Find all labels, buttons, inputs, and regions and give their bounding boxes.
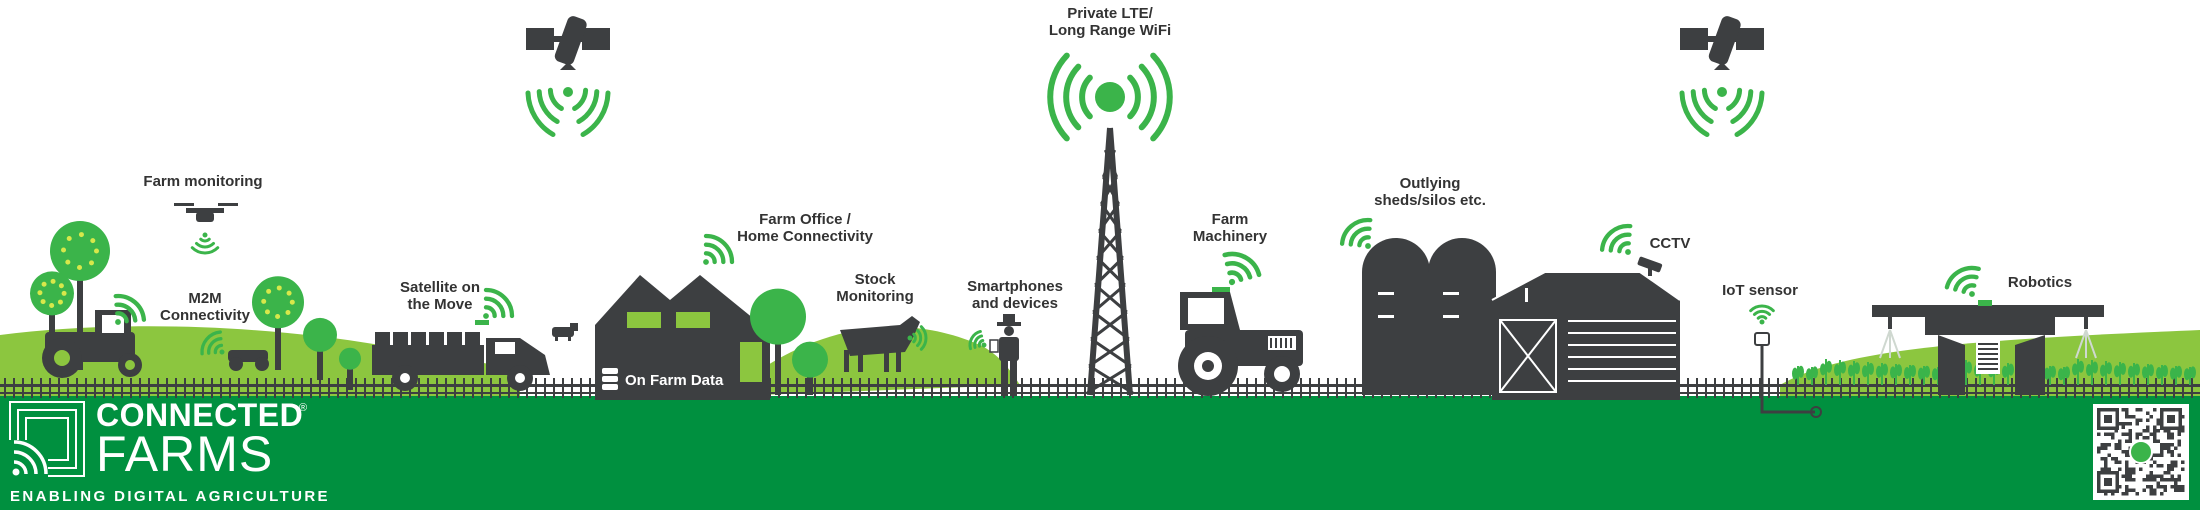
office-wifi-icon (703, 233, 735, 265)
farmer-icon (989, 314, 1021, 396)
small-cow-icon (552, 323, 578, 341)
label-farm-monitoring: Farm monitoring (143, 173, 263, 190)
database-icon (602, 368, 618, 390)
label-private-lte: Private LTE/ Long Range WiFi (1048, 5, 1172, 39)
satellite-icon-right (1679, 16, 1765, 137)
label-cctv: CCTV (1649, 235, 1691, 252)
brand-connected: CONNECTED (96, 397, 304, 433)
tractor-left (42, 310, 142, 378)
quad-wifi-icon (200, 330, 225, 356)
label-smartphones: Smartphones and devices (967, 278, 1063, 312)
truck-wifi-icon (483, 287, 515, 319)
brand-farms: FARMS (96, 426, 274, 482)
silo-wifi-icon (1339, 217, 1373, 249)
iot-wifi-icon (1749, 304, 1775, 325)
tree (303, 317, 337, 380)
label-outlying-sheds: Outlying sheds/silos etc. (1374, 175, 1486, 209)
fruit-tree (50, 221, 110, 370)
iot-sensor-icon (1754, 332, 1822, 418)
round-tree (750, 288, 806, 395)
ground (0, 396, 2200, 510)
robotics-gantry (1872, 300, 2104, 395)
qr-code-icon (2093, 404, 2189, 500)
cow-wifi-icon (907, 325, 928, 351)
farm-office-building (595, 275, 770, 400)
round-tree (792, 341, 828, 395)
label-farm-office: Farm Office / Home Connectivity (737, 211, 873, 245)
satellite-icon-left (525, 16, 611, 137)
shed (1491, 256, 1681, 400)
brand-registered-mark: ® (299, 402, 308, 414)
label-on-farm-data: On Farm Data (625, 372, 724, 389)
tractor-big-wifi-icon (1222, 251, 1262, 286)
cctv-camera-icon (1637, 256, 1663, 276)
tractor-machinery (1178, 287, 1303, 396)
connected-farms-logo-icon (8, 401, 85, 480)
label-satellite-on-the-move: Satellite on the Move (399, 279, 481, 313)
middle-hill (760, 326, 1020, 395)
phone-wifi-icon (968, 329, 987, 351)
label-stock-monitoring: Stock Monitoring (836, 271, 914, 305)
tree (339, 347, 361, 390)
cow-icon (840, 316, 920, 372)
drone-icon (174, 203, 238, 222)
label-farm-machinery: Farm Machinery (1192, 211, 1268, 245)
fruit-tree (252, 276, 304, 370)
drone-wifi-icon (190, 232, 220, 255)
brand-tagline: ENABLING DIGITAL AGRICULTURE (10, 488, 330, 505)
lte-tower-icon (1047, 52, 1173, 396)
label-iot-sensor: IoT sensor (1722, 282, 1798, 299)
label-m2m-connectivity: M2M Connectivity (159, 290, 250, 324)
truck (372, 320, 550, 391)
label-robotics: Robotics (2007, 274, 2073, 291)
quad-bike (228, 350, 269, 371)
robot-wifi-icon (1944, 265, 1981, 297)
silos (1362, 238, 1496, 395)
cctv-wifi-icon (1599, 223, 1633, 255)
tractor-wifi-icon (113, 293, 147, 325)
